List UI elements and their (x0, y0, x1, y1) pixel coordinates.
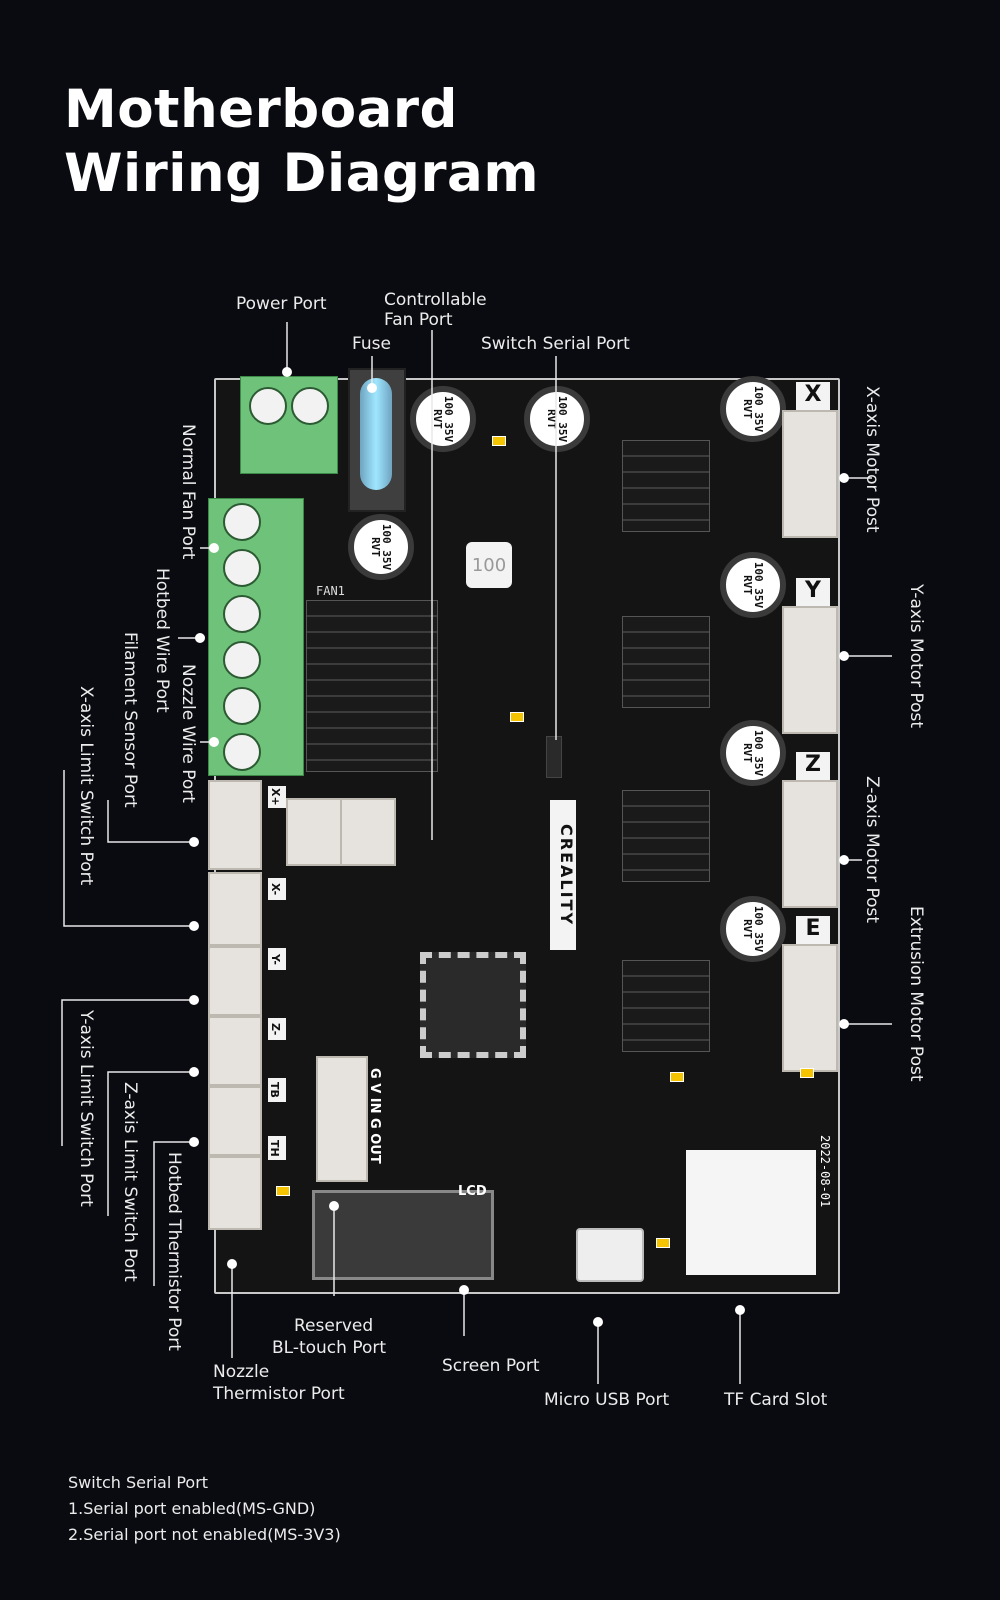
bltouch-connector (316, 1056, 368, 1182)
inductor: 100 (466, 542, 512, 588)
anchor-dot (839, 855, 849, 865)
label-nozzle-wire: Nozzle Wire Port (178, 664, 198, 803)
fan-connector-1 (340, 798, 396, 866)
label-controllable-fan-2: Fan Port (384, 310, 453, 330)
limit-silk-yminus: Y- (268, 948, 286, 970)
anchor-dot (839, 651, 849, 661)
notes-heading: Switch Serial Port (68, 1473, 209, 1492)
z-motor-silk: Z (796, 752, 830, 780)
hotbed-thermistor-connector (208, 1086, 262, 1156)
label-controllable-fan-1: Controllable (384, 290, 487, 310)
lcd-silk: LCD (458, 1184, 487, 1199)
nozzle-thermistor-connector (208, 1156, 262, 1230)
x-motor-silk: X (796, 382, 830, 410)
serial-switch-jumper (546, 736, 562, 778)
e-motor-connector (782, 944, 838, 1072)
notes-item-2: 2.Serial port not enabled(MS-3V3) (68, 1525, 341, 1544)
anchor-dot (189, 995, 199, 1005)
bltouch-pin-labels: G V IN G OUT (367, 1068, 382, 1164)
limit-silk-xplus: X+ (268, 786, 286, 808)
title-line-2: Wiring Diagram (64, 143, 540, 204)
anchor-dot (189, 921, 199, 931)
label-e-motor: Extrusion Motor Post (906, 906, 926, 1082)
limit-silk-th: TH (268, 1136, 286, 1160)
y-motor-connector (782, 606, 838, 734)
label-x-motor: X-axis Motor Post (862, 386, 882, 533)
e-motor-silk: E (796, 916, 830, 944)
smd-component (492, 436, 506, 446)
label-z-motor: Z-axis Motor Post (862, 776, 882, 924)
tf-card-slot (686, 1150, 816, 1275)
label-normal-fan: Normal Fan Port (178, 424, 198, 560)
y-limit-connector (208, 946, 262, 1016)
anchor-dot (189, 1137, 199, 1147)
limit-silk-xminus: X- (268, 878, 286, 900)
y-driver-heatsink (622, 616, 710, 708)
anchor-dot (209, 737, 219, 747)
smd-component (656, 1238, 670, 1248)
mcu-chip (420, 952, 526, 1058)
anchor-dot (209, 543, 219, 553)
heater-fan-terminal-block (208, 498, 304, 776)
x-motor-connector (782, 410, 838, 538)
label-x-limit: X-axis Limit Switch Port (76, 686, 96, 886)
y-motor-silk: Y (796, 578, 830, 606)
anchor-dot (189, 1067, 199, 1077)
label-y-limit: Y-axis Limit Switch Port (76, 1010, 96, 1207)
screen-port-header (312, 1190, 494, 1280)
smd-component (276, 1186, 290, 1196)
label-micro-usb: Micro USB Port (544, 1390, 670, 1410)
anchor-dot (282, 367, 292, 377)
limit-silk-zminus: Z- (268, 1018, 286, 1040)
label-filament-sensor: Filament Sensor Port (120, 632, 140, 808)
z-driver-heatsink (622, 790, 710, 882)
anchor-dot (227, 1259, 237, 1269)
page-title: Motherboard Wiring Diagram (64, 78, 539, 206)
x-driver-heatsink (622, 440, 710, 532)
label-nozzle-thermistor-1: Nozzle (213, 1362, 270, 1382)
anchor-dot (839, 1019, 849, 1029)
notes-item-1: 1.Serial port enabled(MS-GND) (68, 1499, 316, 1518)
z-limit-connector (208, 1016, 262, 1086)
title-line-1: Motherboard (64, 79, 458, 140)
anchor-dot (367, 383, 377, 393)
x-limit-connector (208, 872, 262, 946)
date-code: 2022-08-01 (818, 1135, 832, 1208)
label-power-port: Power Port (236, 294, 327, 314)
filament-sensor-connector (208, 780, 262, 870)
label-y-motor: Y-axis Motor Post (906, 584, 926, 729)
label-switch-serial-port: Switch Serial Port (481, 334, 630, 354)
fan1-silk: FAN1 (316, 584, 345, 598)
z-motor-connector (782, 780, 838, 908)
label-z-limit: Z-axis Limit Switch Port (120, 1082, 140, 1282)
label-tf-card: TF Card Slot (724, 1390, 828, 1410)
anchor-dot (189, 837, 199, 847)
fuse (348, 368, 406, 512)
label-nozzle-thermistor-2: Thermistor Port (213, 1384, 345, 1404)
main-heatsink (306, 600, 438, 772)
e-driver-heatsink (622, 960, 710, 1052)
limit-silk-tb: TB (268, 1078, 286, 1102)
smd-component (510, 712, 524, 722)
label-bltouch-1: Reserved (294, 1316, 374, 1336)
anchor-dot (329, 1201, 339, 1211)
smd-component (670, 1072, 684, 1082)
label-fuse: Fuse (352, 334, 391, 354)
label-bltouch-2: BL-touch Port (272, 1338, 387, 1358)
anchor-dot (195, 633, 205, 643)
label-hotbed-thermistor: Hotbed Thermistor Port (164, 1152, 184, 1351)
anchor-dot (735, 1305, 745, 1315)
label-screen-port: Screen Port (442, 1356, 540, 1376)
anchor-dot (839, 473, 849, 483)
anchor-dot (459, 1285, 469, 1295)
micro-usb-port (576, 1228, 644, 1282)
smd-component (800, 1068, 814, 1078)
label-hotbed-wire: Hotbed Wire Port (152, 568, 172, 713)
brand-silk: CREALITY (550, 800, 576, 950)
serial-port-notes: Switch Serial Port 1.Serial port enabled… (68, 1470, 341, 1548)
anchor-dot (593, 1317, 603, 1327)
